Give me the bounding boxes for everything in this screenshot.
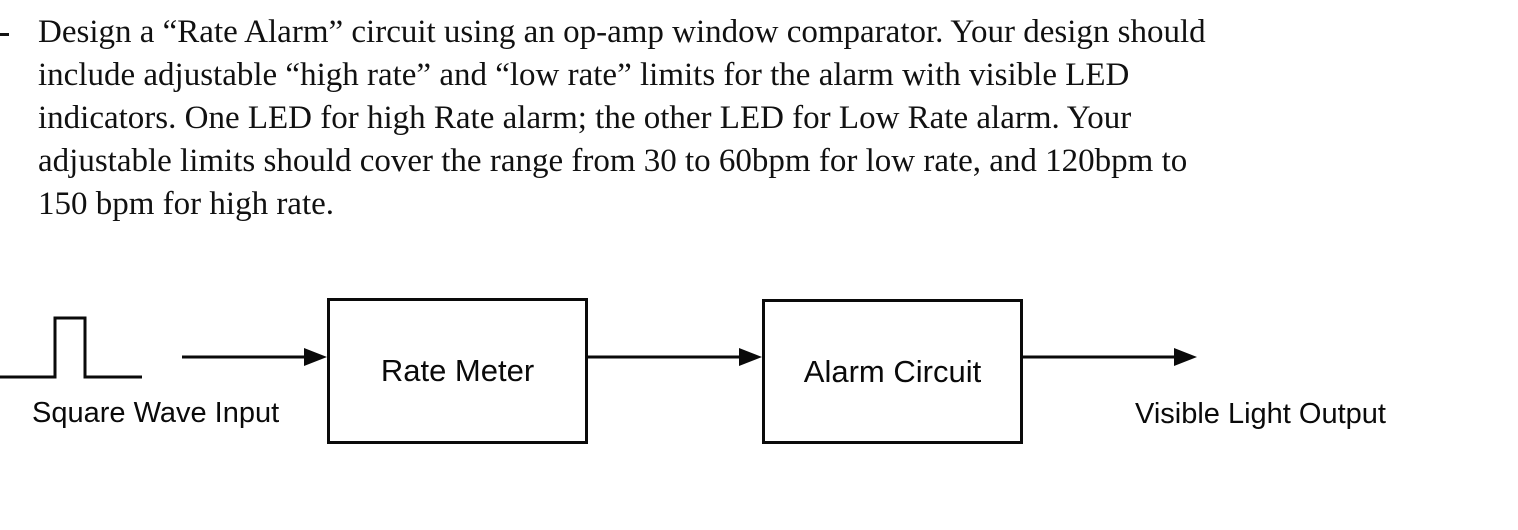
problem-statement: Design a “Rate Alarm” circuit using an o… — [38, 11, 1206, 226]
arrow-alarm-to-output-icon — [1023, 348, 1197, 366]
arrow-input-to-rate-meter-icon — [182, 348, 327, 366]
square-wave-icon — [0, 316, 142, 379]
paragraph-line: indicators. One LED for high Rate alarm;… — [38, 100, 1132, 136]
paragraph-line: 150 bpm for high rate. — [38, 186, 335, 222]
paragraph-line: Design a “Rate Alarm” circuit using an o… — [38, 14, 1206, 50]
square-wave-input-label: Square Wave Input — [32, 397, 280, 429]
arrow-rate-meter-to-alarm-icon — [588, 348, 762, 366]
alarm-circuit-block-label: Alarm Circuit — [803, 353, 982, 389]
rate-meter-block-label: Rate Meter — [380, 353, 535, 388]
alarm-circuit-block: Alarm Circuit — [762, 299, 1023, 444]
list-bullet-fragment — [0, 33, 9, 36]
paragraph-line: adjustable limits should cover the range… — [38, 143, 1188, 179]
paragraph-line: include adjustable “high rate” and “low … — [38, 57, 1130, 93]
rate-meter-block: Rate Meter — [327, 298, 588, 444]
visible-light-output-label: Visible Light Output — [1135, 398, 1386, 430]
